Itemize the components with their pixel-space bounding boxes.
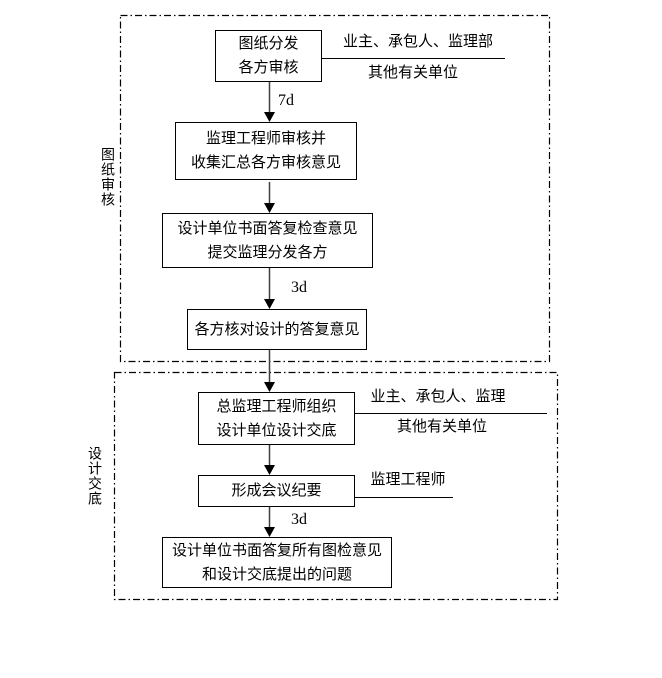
- section-label-drawing-review: 图纸审核: [99, 147, 114, 207]
- box-supervisor-review-collect: 监理工程师审核并 收集汇总各方审核意见: [175, 122, 357, 180]
- annotation-1-above: 业主、承包人、监理部: [342, 34, 493, 50]
- arrowhead-down-icon: [264, 112, 275, 122]
- box-text-line: 形成会议纪要: [231, 483, 322, 499]
- duration-label-3d-review: 3d: [291, 279, 307, 296]
- box-meeting-minutes: 形成会议纪要: [198, 475, 355, 507]
- arrowhead-down-icon: [264, 299, 275, 309]
- box-parties-check-reply: 各方核对设计的答复意见: [187, 309, 367, 350]
- box-design-written-reply: 设计单位书面答复检查意见 提交监理分发各方: [162, 213, 373, 268]
- flow-arrow-1: [264, 82, 275, 122]
- box-text-line: 总监理工程师组织: [216, 398, 337, 415]
- flow-arrow-5: [264, 445, 275, 475]
- box-design-reply-all-issues: 设计单位书面答复所有图检意见 和设计交底提出的问题: [162, 537, 392, 588]
- box-text-line: 设计单位设计交底: [216, 422, 337, 439]
- arrowhead-down-icon: [264, 203, 275, 213]
- box-text-line: 和设计交底提出的问题: [201, 566, 352, 583]
- duration-label-7d: 7d: [278, 92, 294, 109]
- flow-arrow-4: [264, 350, 275, 392]
- box-text-line: 图纸分发: [238, 36, 299, 52]
- box-text-line: 提交监理分发各方: [207, 244, 328, 261]
- box-drawing-distribution: 图纸分发 各方审核: [215, 30, 322, 82]
- box-text-line: 收集汇总各方审核意见: [190, 155, 341, 171]
- box-chief-supervisor-disclosure: 总监理工程师组织 设计单位设计交底: [198, 392, 355, 445]
- arrowhead-down-icon: [264, 527, 275, 537]
- box-text-line: 设计单位书面答复所有图检意见: [171, 542, 382, 559]
- box-text-line: 各方审核: [238, 60, 299, 76]
- annotation-2-above: 业主、承包人、监理: [370, 389, 506, 405]
- box-text-line: 设计单位书面答复检查意见: [177, 220, 358, 237]
- section-border-design-disclosure: [113, 371, 559, 601]
- box-text-line: 各方核对设计的答复意见: [194, 321, 360, 338]
- section-label-design-disclosure: 设计交底: [86, 446, 101, 506]
- flow-arrow-2: [264, 182, 275, 213]
- annotation-3-above: 监理工程师: [370, 472, 446, 488]
- arrowhead-down-icon: [264, 382, 275, 392]
- section-border-drawing-review: [119, 14, 551, 363]
- box-text-line: 监理工程师审核并: [205, 131, 326, 147]
- annotation-1-below: 其他有关单位: [367, 65, 458, 81]
- duration-label-3d-disclosure: 3d: [291, 511, 307, 528]
- annotation-2-below: 其他有关单位: [396, 419, 487, 435]
- flow-arrow-6: [264, 507, 275, 537]
- flow-arrow-3: [264, 268, 275, 309]
- arrowhead-down-icon: [264, 465, 275, 475]
